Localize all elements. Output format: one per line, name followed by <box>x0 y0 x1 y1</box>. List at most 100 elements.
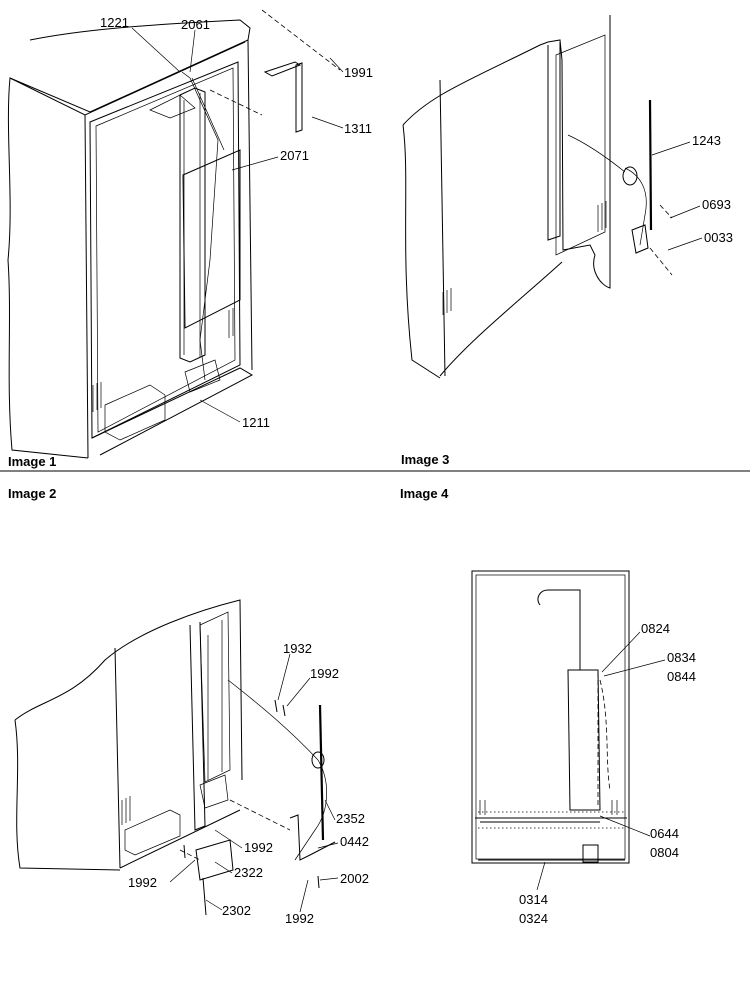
base-section <box>475 817 627 861</box>
panel-image-1: 1221 2061 1991 1311 2071 1211 Image 1 <box>7 9 373 469</box>
tubing-top <box>149 94 196 119</box>
panel-image-4: 0824 0834 0844 0644 0804 0314 0324 Image… <box>400 486 696 926</box>
callout-2352: 2352 <box>336 811 365 826</box>
duct-assembly <box>179 87 206 363</box>
coupling <box>311 751 325 769</box>
caption-image-2: Image 2 <box>8 486 56 501</box>
callout-0314: 0314 <box>519 892 548 907</box>
caption-image-4: Image 4 <box>400 486 449 501</box>
callout-2061: 2061 <box>181 17 210 32</box>
cord-2352 <box>318 704 325 841</box>
vent-slots <box>479 800 618 815</box>
callout-0824: 0824 <box>641 621 670 636</box>
guide-dashed-2 <box>179 849 201 861</box>
screws <box>183 699 320 889</box>
vent-slots <box>92 308 234 412</box>
connector <box>631 224 649 254</box>
cabinet-rail <box>547 42 561 241</box>
cabinet-outline <box>7 19 251 459</box>
cabinet-outline <box>14 599 243 871</box>
cabinet-back-inner <box>95 67 236 433</box>
cabinet-back-inner <box>475 574 626 860</box>
callout-1243: 1243 <box>692 133 721 148</box>
callout-1992: 1992 <box>310 666 339 681</box>
callout-0834: 0834 <box>667 650 696 665</box>
cabinet-rail <box>189 621 206 831</box>
tubing <box>181 71 225 381</box>
callout-0844: 0844 <box>667 669 696 684</box>
leader-1992-b <box>214 829 243 849</box>
leader-2302 <box>205 899 223 911</box>
bottom-bracket <box>184 359 221 393</box>
evaporator-cover <box>182 149 241 329</box>
leader-0442 <box>317 842 339 849</box>
callout-0033: 0033 <box>704 230 733 245</box>
guide-dashed-2 <box>659 204 673 219</box>
callout-1311: 1311 <box>344 121 372 136</box>
cabinet-base <box>91 367 254 456</box>
cabinet-front-edge <box>84 114 89 459</box>
leader-2061 <box>189 29 196 73</box>
vent-slots <box>121 796 131 825</box>
callout-1992: 1992 <box>128 875 157 890</box>
callout-1992: 1992 <box>285 911 314 926</box>
bracket-0442 <box>289 814 336 861</box>
guide-dashed <box>229 799 291 831</box>
leader-0834 <box>603 659 666 677</box>
leader-1221 <box>131 27 181 73</box>
callout-0442: 0442 <box>340 834 369 849</box>
leader-0644 <box>599 815 651 837</box>
cabinet-outline <box>402 15 611 379</box>
leader-1992-a <box>286 677 311 707</box>
leader-1991 <box>329 57 344 73</box>
leader-1311 <box>311 116 344 129</box>
leader-1211 <box>199 399 241 423</box>
callout-0804: 0804 <box>650 845 679 860</box>
callout-2322: 2322 <box>234 865 263 880</box>
panel-curve <box>599 679 611 791</box>
part-dashed-guide <box>261 9 341 71</box>
caption-image-3: Image 3 <box>401 452 449 467</box>
panel-image-2: 1932 1992 2352 0442 2002 2322 2302 1992 … <box>8 486 369 926</box>
tubing <box>227 679 327 861</box>
callout-1992: 1992 <box>244 840 273 855</box>
duct-assembly-channel <box>183 93 201 357</box>
leader-0824 <box>601 631 641 673</box>
callout-0324: 0324 <box>519 911 548 926</box>
bottom-bracket <box>199 774 229 809</box>
cabinet-edge <box>439 79 563 377</box>
callout-1211: 1211 <box>242 415 270 430</box>
evaporator-panel <box>567 669 601 811</box>
vent-slots <box>442 201 607 315</box>
leader-1992-c <box>169 859 196 883</box>
callout-0644: 0644 <box>650 826 679 841</box>
cabinet-edge <box>114 647 241 869</box>
part-2322 <box>195 839 234 881</box>
leader-1932 <box>277 653 291 701</box>
cabinet-top-edge <box>9 41 246 116</box>
evaporator-panel <box>555 34 606 256</box>
leader-1243 <box>651 141 691 156</box>
leader-0033 <box>667 237 703 251</box>
part-dashed-guide-2 <box>209 89 263 116</box>
part-1311 <box>295 62 303 133</box>
caption-image-1: Image 1 <box>8 454 56 469</box>
cabinet-back-panel <box>89 61 241 439</box>
cord-1243 <box>648 99 653 231</box>
coupling <box>622 166 638 186</box>
evaporator-panel <box>199 611 231 783</box>
leader-2322 <box>214 861 233 874</box>
panel-image-3: 1243 0693 0033 Image 3 <box>401 15 733 467</box>
duct-top <box>537 589 581 670</box>
part-1991 <box>263 61 302 77</box>
callout-1221: 1221 <box>100 15 129 30</box>
guide-dashed <box>649 247 673 276</box>
callout-2071: 2071 <box>280 148 309 163</box>
connector-box <box>582 844 599 863</box>
part-2302 <box>202 877 207 916</box>
base-dotted <box>478 811 626 829</box>
callout-2302: 2302 <box>222 903 251 918</box>
leader-1992-d <box>299 879 309 913</box>
leader-0693 <box>669 205 701 219</box>
cabinet-back <box>471 570 630 864</box>
